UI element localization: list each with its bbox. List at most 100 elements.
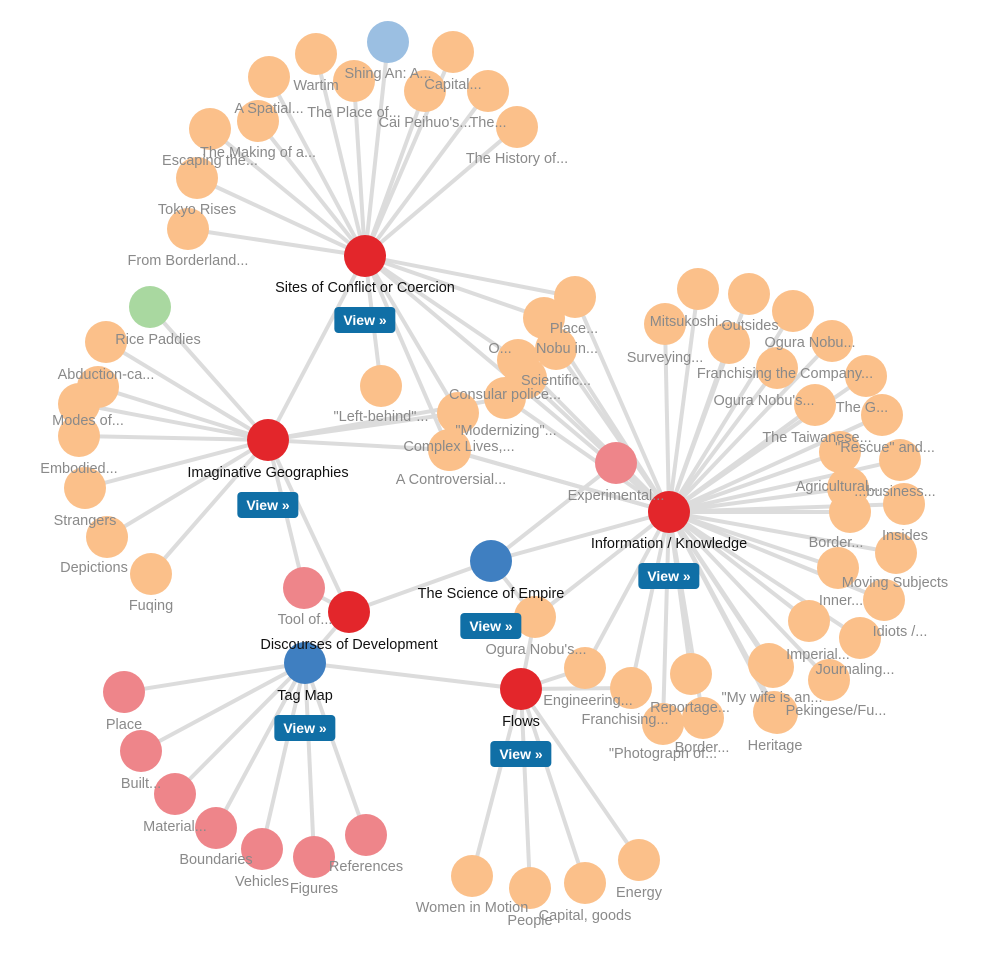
story-node-i12[interactable]: [879, 439, 921, 481]
view-button-imag[interactable]: View »: [237, 492, 299, 518]
hub-label-sites: Sites of Conflict or Coercion: [275, 280, 455, 296]
story-node-s12[interactable]: [167, 208, 209, 250]
story-node-s10[interactable]: [496, 106, 538, 148]
node-label-s3: Capital...: [424, 77, 481, 93]
node-label-m4: Scientific...: [521, 373, 591, 389]
story-node-s9[interactable]: [189, 108, 231, 150]
story-node-s11[interactable]: [176, 157, 218, 199]
story-node-t7[interactable]: [345, 814, 387, 856]
story-node-s5[interactable]: [333, 60, 375, 102]
view-button-tagmap[interactable]: View »: [274, 715, 336, 741]
story-node-i23[interactable]: [748, 643, 790, 685]
story-node-i5[interactable]: [708, 322, 750, 364]
node-label-f1: Ogura Nobu's...: [485, 642, 586, 658]
story-node-t3[interactable]: [154, 773, 196, 815]
story-node-s13[interactable]: [554, 276, 596, 318]
story-node-m3[interactable]: [535, 328, 577, 370]
story-node-f4[interactable]: [670, 653, 712, 695]
story-node-f7[interactable]: [451, 855, 493, 897]
story-node-i4[interactable]: [772, 290, 814, 332]
hub-label-tagmap: Tag Map: [277, 688, 333, 704]
story-node-i11[interactable]: [819, 431, 861, 473]
story-node-g1[interactable]: [129, 286, 171, 328]
edge-sites-s12: [187, 227, 366, 258]
edge-imag-g8: [149, 438, 270, 576]
story-node-s6[interactable]: [404, 70, 446, 112]
hub-node-tagmap[interactable]: [284, 642, 326, 684]
view-button-info[interactable]: View »: [638, 563, 700, 589]
story-node-m5[interactable]: [484, 377, 526, 419]
hub-node-flows[interactable]: [500, 668, 542, 710]
story-node-t5[interactable]: [241, 828, 283, 870]
node-label-i24: Pekingese/Fu...: [786, 703, 887, 719]
story-node-t6[interactable]: [293, 836, 335, 878]
story-node-g5[interactable]: [58, 415, 100, 457]
hub-node-dev[interactable]: [328, 591, 370, 633]
story-node-m7[interactable]: [437, 392, 479, 434]
story-node-f10[interactable]: [618, 839, 660, 881]
story-node-i25[interactable]: [753, 691, 795, 733]
story-node-i14[interactable]: [883, 483, 925, 525]
story-node-s4[interactable]: [248, 56, 290, 98]
story-node-i3[interactable]: [728, 273, 770, 315]
story-node-t4[interactable]: [195, 807, 237, 849]
node-label-i17: Border...: [809, 535, 864, 551]
story-node-i8[interactable]: [845, 355, 887, 397]
story-node-s1[interactable]: [295, 33, 337, 75]
story-node-f9[interactable]: [564, 862, 606, 904]
story-node-g7[interactable]: [86, 516, 128, 558]
view-button-flows[interactable]: View »: [490, 741, 552, 767]
story-node-m9[interactable]: [429, 429, 471, 471]
story-node-g8[interactable]: [130, 553, 172, 595]
story-node-i15[interactable]: [829, 491, 871, 533]
view-button-sites[interactable]: View »: [334, 307, 396, 333]
story-node-i20[interactable]: [839, 617, 881, 659]
story-node-m10[interactable]: [595, 442, 637, 484]
hub-node-sites[interactable]: [344, 235, 386, 277]
node-label-g4: Modes of...: [52, 413, 124, 429]
story-node-d1[interactable]: [283, 567, 325, 609]
story-node-i19[interactable]: [788, 600, 830, 642]
story-node-t2[interactable]: [120, 730, 162, 772]
node-label-s5: The Place of...: [307, 105, 401, 121]
story-node-i2[interactable]: [644, 303, 686, 345]
story-node-s7[interactable]: [467, 70, 509, 112]
edge-tagmap-t7: [303, 662, 368, 836]
story-node-m6[interactable]: [360, 365, 402, 407]
story-node-i1[interactable]: [677, 268, 719, 310]
hub-node-info[interactable]: [648, 491, 690, 533]
node-label-s9: Escaping the...: [162, 153, 258, 169]
story-node-g4[interactable]: [58, 383, 100, 425]
hub-node-science[interactable]: [470, 540, 512, 582]
story-node-i10[interactable]: [861, 394, 903, 436]
story-node-s8[interactable]: [237, 100, 279, 142]
story-node-i7[interactable]: [756, 347, 798, 389]
story-node-f5[interactable]: [682, 697, 724, 739]
node-label-f6: "Photograph of...: [609, 746, 717, 762]
story-node-f1[interactable]: [514, 596, 556, 638]
story-node-s3[interactable]: [432, 31, 474, 73]
story-node-s2[interactable]: [367, 21, 409, 63]
hub-label-info: Information / Knowledge: [591, 536, 747, 552]
view-button-science[interactable]: View »: [460, 613, 522, 639]
story-node-f2[interactable]: [564, 647, 606, 689]
story-node-g2[interactable]: [85, 321, 127, 363]
edge-sites-imag: [266, 255, 367, 441]
node-label-i10: The G...: [836, 400, 888, 416]
story-node-i17[interactable]: [817, 547, 859, 589]
edge-info-m9: [449, 448, 670, 514]
edge-tagmap-t2: [140, 661, 306, 753]
node-label-i25: Heritage: [748, 738, 803, 754]
story-node-i22[interactable]: [808, 659, 850, 701]
story-node-i6[interactable]: [811, 320, 853, 362]
node-label-i9: Ogura Nobu's...: [713, 393, 814, 409]
story-node-i18[interactable]: [863, 579, 905, 621]
story-node-f6[interactable]: [642, 703, 684, 745]
story-node-f3[interactable]: [610, 667, 652, 709]
story-node-t1[interactable]: [103, 671, 145, 713]
story-node-i16[interactable]: [875, 532, 917, 574]
hub-node-imag[interactable]: [247, 419, 289, 461]
story-node-f8[interactable]: [509, 867, 551, 909]
story-node-g6[interactable]: [64, 467, 106, 509]
story-node-i9[interactable]: [794, 384, 836, 426]
